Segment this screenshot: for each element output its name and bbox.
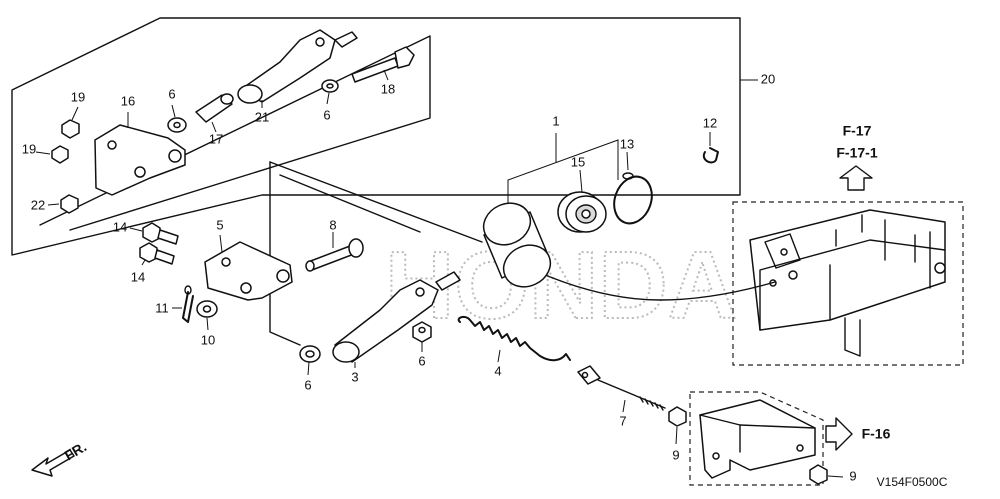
ref-label-f-16: F-16 [862, 426, 891, 442]
callout-17: 17 [209, 131, 223, 146]
callout-21: 21 [255, 109, 269, 124]
part-9-nut-lower [809, 464, 844, 485]
callout-9-upper: 9 [672, 447, 679, 462]
callout-18: 18 [381, 81, 395, 96]
callout-6-lower-left: 6 [304, 377, 311, 392]
front-direction-arrow-icon [31, 449, 75, 477]
callout-6-upper-left: 6 [168, 86, 175, 101]
callout-11: 11 [155, 300, 169, 315]
ref-label-f-17: F-17 [843, 123, 872, 139]
part-4-spring [457, 315, 571, 363]
callout-14-upper: 14 [113, 219, 127, 234]
callout-19-lower: 19 [22, 141, 36, 156]
callout-7: 7 [619, 413, 626, 428]
part-6-nut-lower-right [412, 321, 432, 352]
part-16-bracket [94, 112, 186, 196]
part-22-nut [47, 194, 79, 214]
callout-9-lower: 9 [849, 468, 856, 483]
part-10-washer [196, 300, 218, 331]
part-7-rod [577, 365, 666, 413]
part-18-bolt [351, 46, 415, 83]
callout-4: 4 [494, 363, 501, 378]
callout-6-lower-right: 6 [418, 353, 425, 368]
lower-assembly-frame [269, 161, 483, 346]
arrow-up-icon [839, 165, 873, 191]
callout-20: 20 [761, 71, 775, 86]
callout-14-lower: 14 [131, 269, 145, 284]
frame-reference-box [732, 165, 964, 366]
callout-6-upper-mid: 6 [323, 107, 330, 122]
upper-assembly-frame [11, 17, 758, 256]
part-9-nut-upper [668, 406, 687, 445]
part-13-circlip [613, 151, 653, 225]
part-14-bolt-lower [139, 242, 175, 266]
arrow-right-icon [825, 417, 853, 451]
part-3-arm [332, 271, 461, 368]
ref-label-f-17-1: F-17-1 [836, 145, 877, 161]
callout-16: 16 [121, 93, 135, 108]
part-8-pin [305, 232, 364, 272]
part-14-bolt-upper [129, 222, 179, 245]
part-11-cotter-pin [172, 285, 194, 323]
part-21-arm [237, 29, 358, 108]
part-12-clip [702, 132, 719, 164]
part-5-bracket [204, 234, 293, 301]
part-6-washer-mid [321, 79, 339, 105]
callout-3: 3 [351, 369, 358, 384]
callout-5: 5 [216, 217, 223, 232]
callout-15: 15 [571, 154, 585, 169]
part-17-collar [195, 93, 234, 133]
diagram-code: V154F0500C [877, 475, 948, 489]
part-19-nut-lower [35, 145, 69, 164]
part-6-washer-lower-left [299, 345, 321, 376]
handle-reference-box [689, 391, 853, 486]
callout-1: 1 [552, 113, 559, 128]
callout-12: 12 [703, 115, 717, 130]
callout-13: 13 [620, 136, 634, 151]
callout-22: 22 [31, 197, 45, 212]
callout-10: 10 [201, 332, 215, 347]
cable-line [537, 271, 776, 301]
part-6-washer-upper [167, 104, 187, 133]
part-roller-sleeve [482, 202, 552, 288]
part-19-nut-upper [61, 119, 80, 139]
callout-19-upper: 19 [71, 89, 85, 104]
part-15-bearing [557, 169, 607, 233]
callout-8: 8 [329, 217, 336, 232]
